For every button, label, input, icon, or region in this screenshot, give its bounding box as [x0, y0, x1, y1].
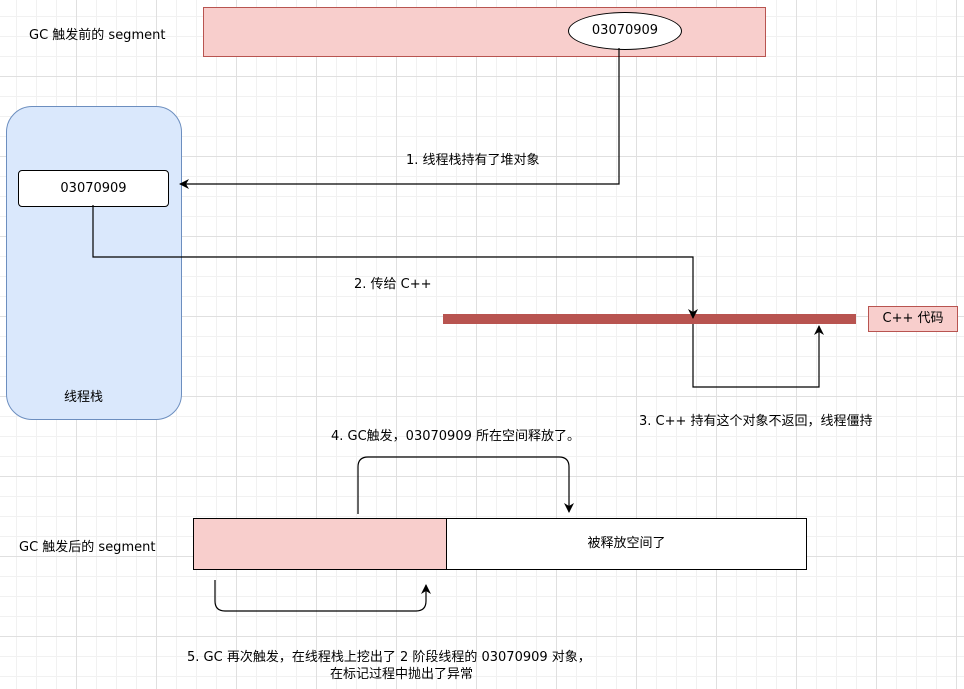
segment-after-freed: 被释放空间了: [446, 518, 807, 570]
step-5-label-line2: 在标记过程中抛出了异常: [330, 667, 474, 682]
cpp-code-label: C++ 代码: [882, 311, 944, 326]
arrow-gc-free: [357, 456, 574, 514]
arrow-cpp-hold-loop: [692, 324, 824, 388]
arrow-heap-to-stack: [179, 48, 620, 189]
stack-object-id: 03070909: [60, 181, 127, 196]
segment-before-label: GC 触发前的 segment: [29, 28, 166, 43]
heap-object-ellipse: 03070909: [568, 12, 682, 50]
step-2-label: 2. 传给 C++: [354, 277, 432, 292]
freed-space-label: 被释放空间了: [587, 536, 666, 551]
arrow-stack-to-cpp: [92, 205, 698, 319]
segment-after-label: GC 触发后的 segment: [19, 540, 156, 555]
step-5-label-line1: 5. GC 再次触发，在线程栈上挖出了 2 阶段线程的 03070909 对象，: [187, 650, 591, 665]
step-1-label: 1. 线程栈持有了堆对象: [406, 153, 540, 168]
step-3-label: 3. C++ 持有这个对象不返回，线程僵持: [639, 414, 873, 429]
thread-stack-label: 线程栈: [64, 390, 104, 405]
thread-stack-panel: [6, 106, 182, 420]
segment-after-used: [193, 518, 447, 570]
step-4-label: 4. GC触发，03070909 所在空间释放了。: [331, 429, 580, 444]
cpp-code-box: C++ 代码: [868, 306, 958, 332]
heap-object-id: 03070909: [591, 23, 659, 38]
cpp-code-bar: [443, 314, 856, 324]
arrow-gc-rescan: [214, 580, 431, 612]
